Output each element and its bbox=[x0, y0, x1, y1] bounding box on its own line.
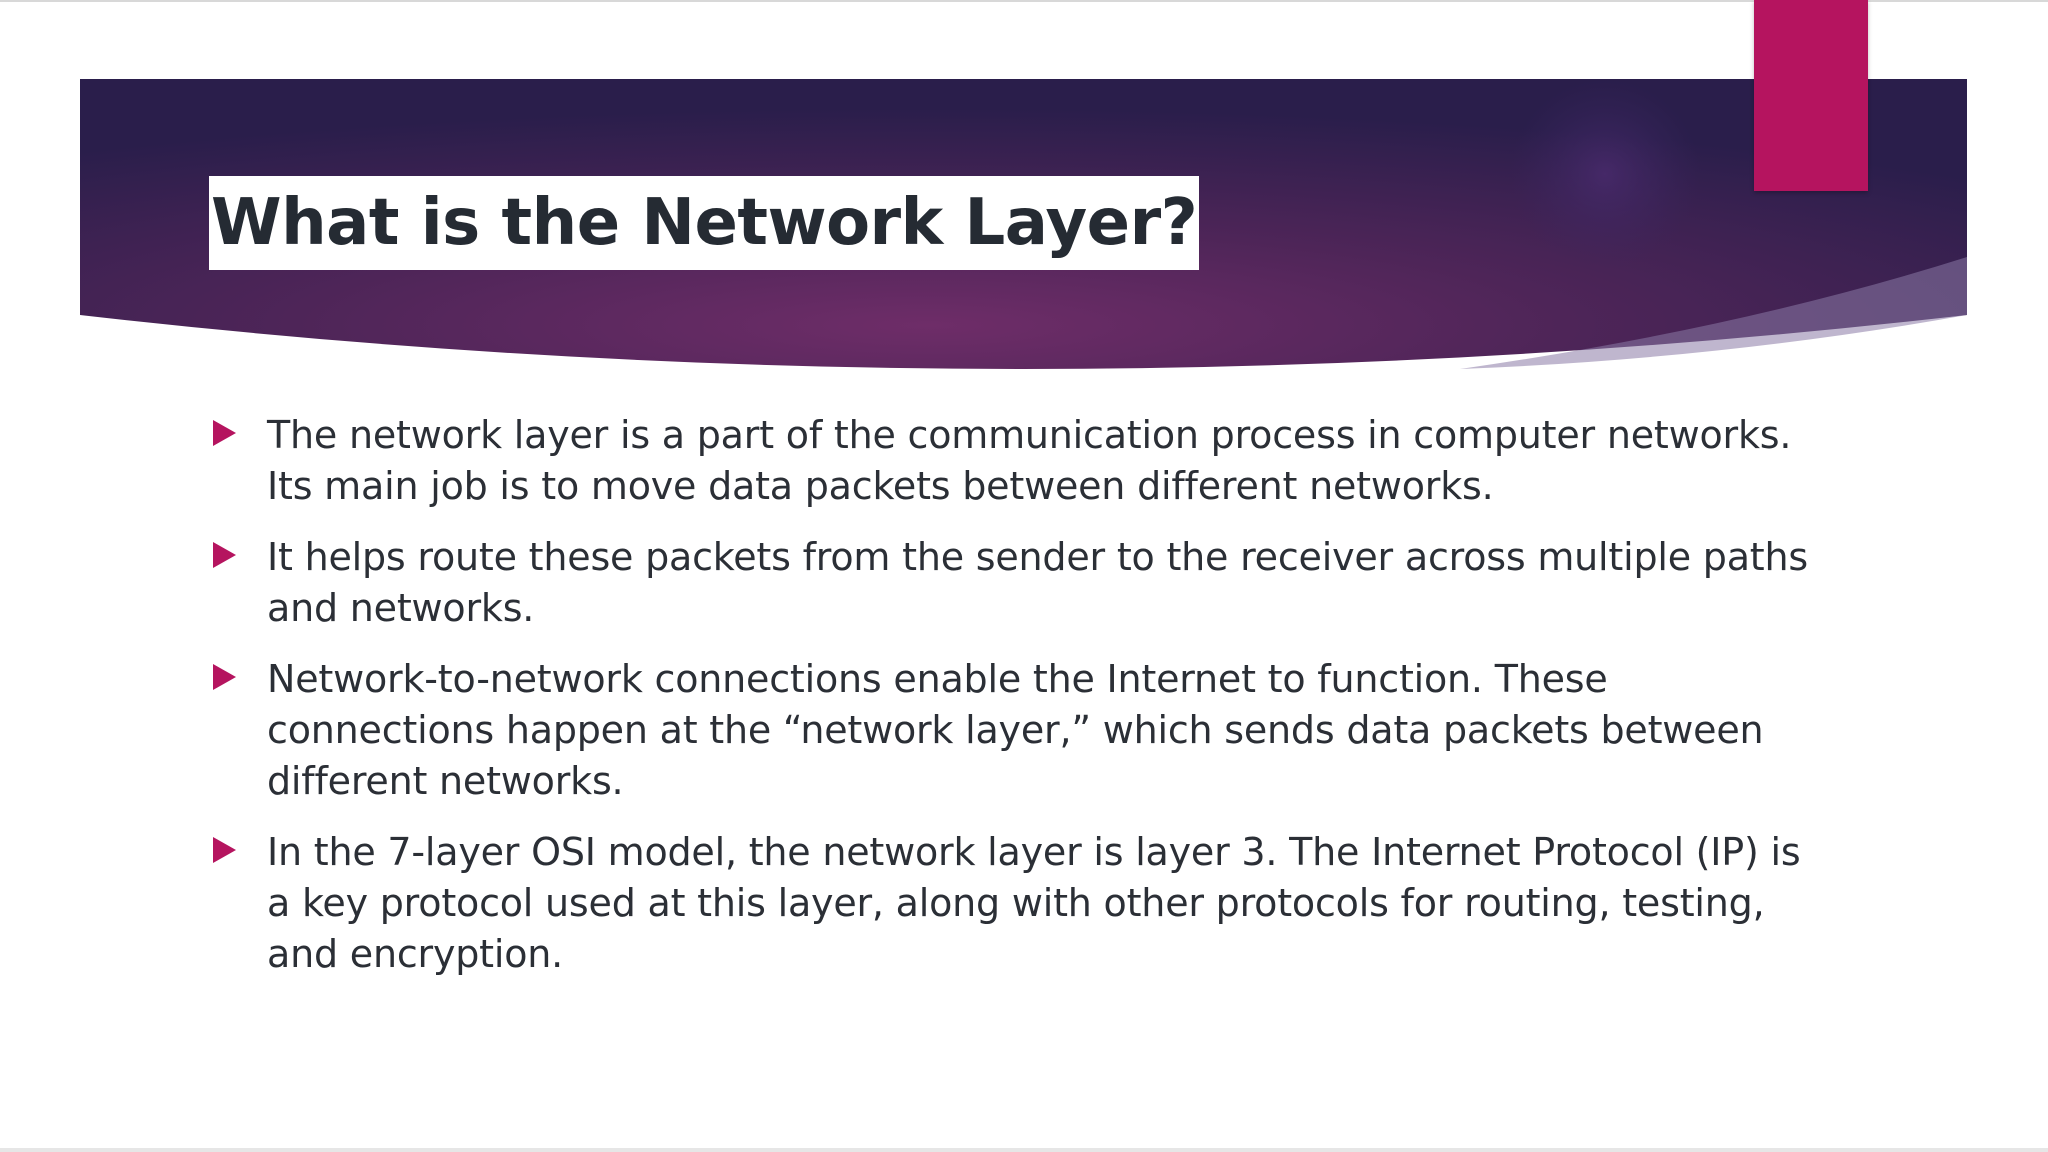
triangle-right-icon bbox=[213, 420, 236, 446]
bullet-text: In the 7-layer OSI model, the network la… bbox=[267, 830, 1801, 976]
accent-tab bbox=[1754, 0, 1868, 191]
bullet-text: The network layer is a part of the commu… bbox=[267, 413, 1792, 508]
bullet-text: Network-to-network connections enable th… bbox=[267, 657, 1764, 803]
bullet-list: The network layer is a part of the commu… bbox=[209, 410, 1829, 1000]
list-item: Network-to-network connections enable th… bbox=[209, 654, 1829, 807]
title-box: What is the Network Layer? bbox=[209, 176, 1200, 270]
list-item: It helps route these packets from the se… bbox=[209, 532, 1829, 634]
triangle-right-icon bbox=[213, 664, 236, 690]
bottom-border bbox=[0, 1148, 2048, 1152]
triangle-right-icon bbox=[213, 542, 236, 568]
list-item: In the 7-layer OSI model, the network la… bbox=[209, 827, 1829, 980]
triangle-right-icon bbox=[213, 837, 236, 863]
top-border bbox=[0, 0, 2048, 2]
list-item: The network layer is a part of the commu… bbox=[209, 410, 1829, 512]
slide-title: What is the Network Layer? bbox=[211, 186, 1198, 260]
bullet-text: It helps route these packets from the se… bbox=[267, 535, 1808, 630]
